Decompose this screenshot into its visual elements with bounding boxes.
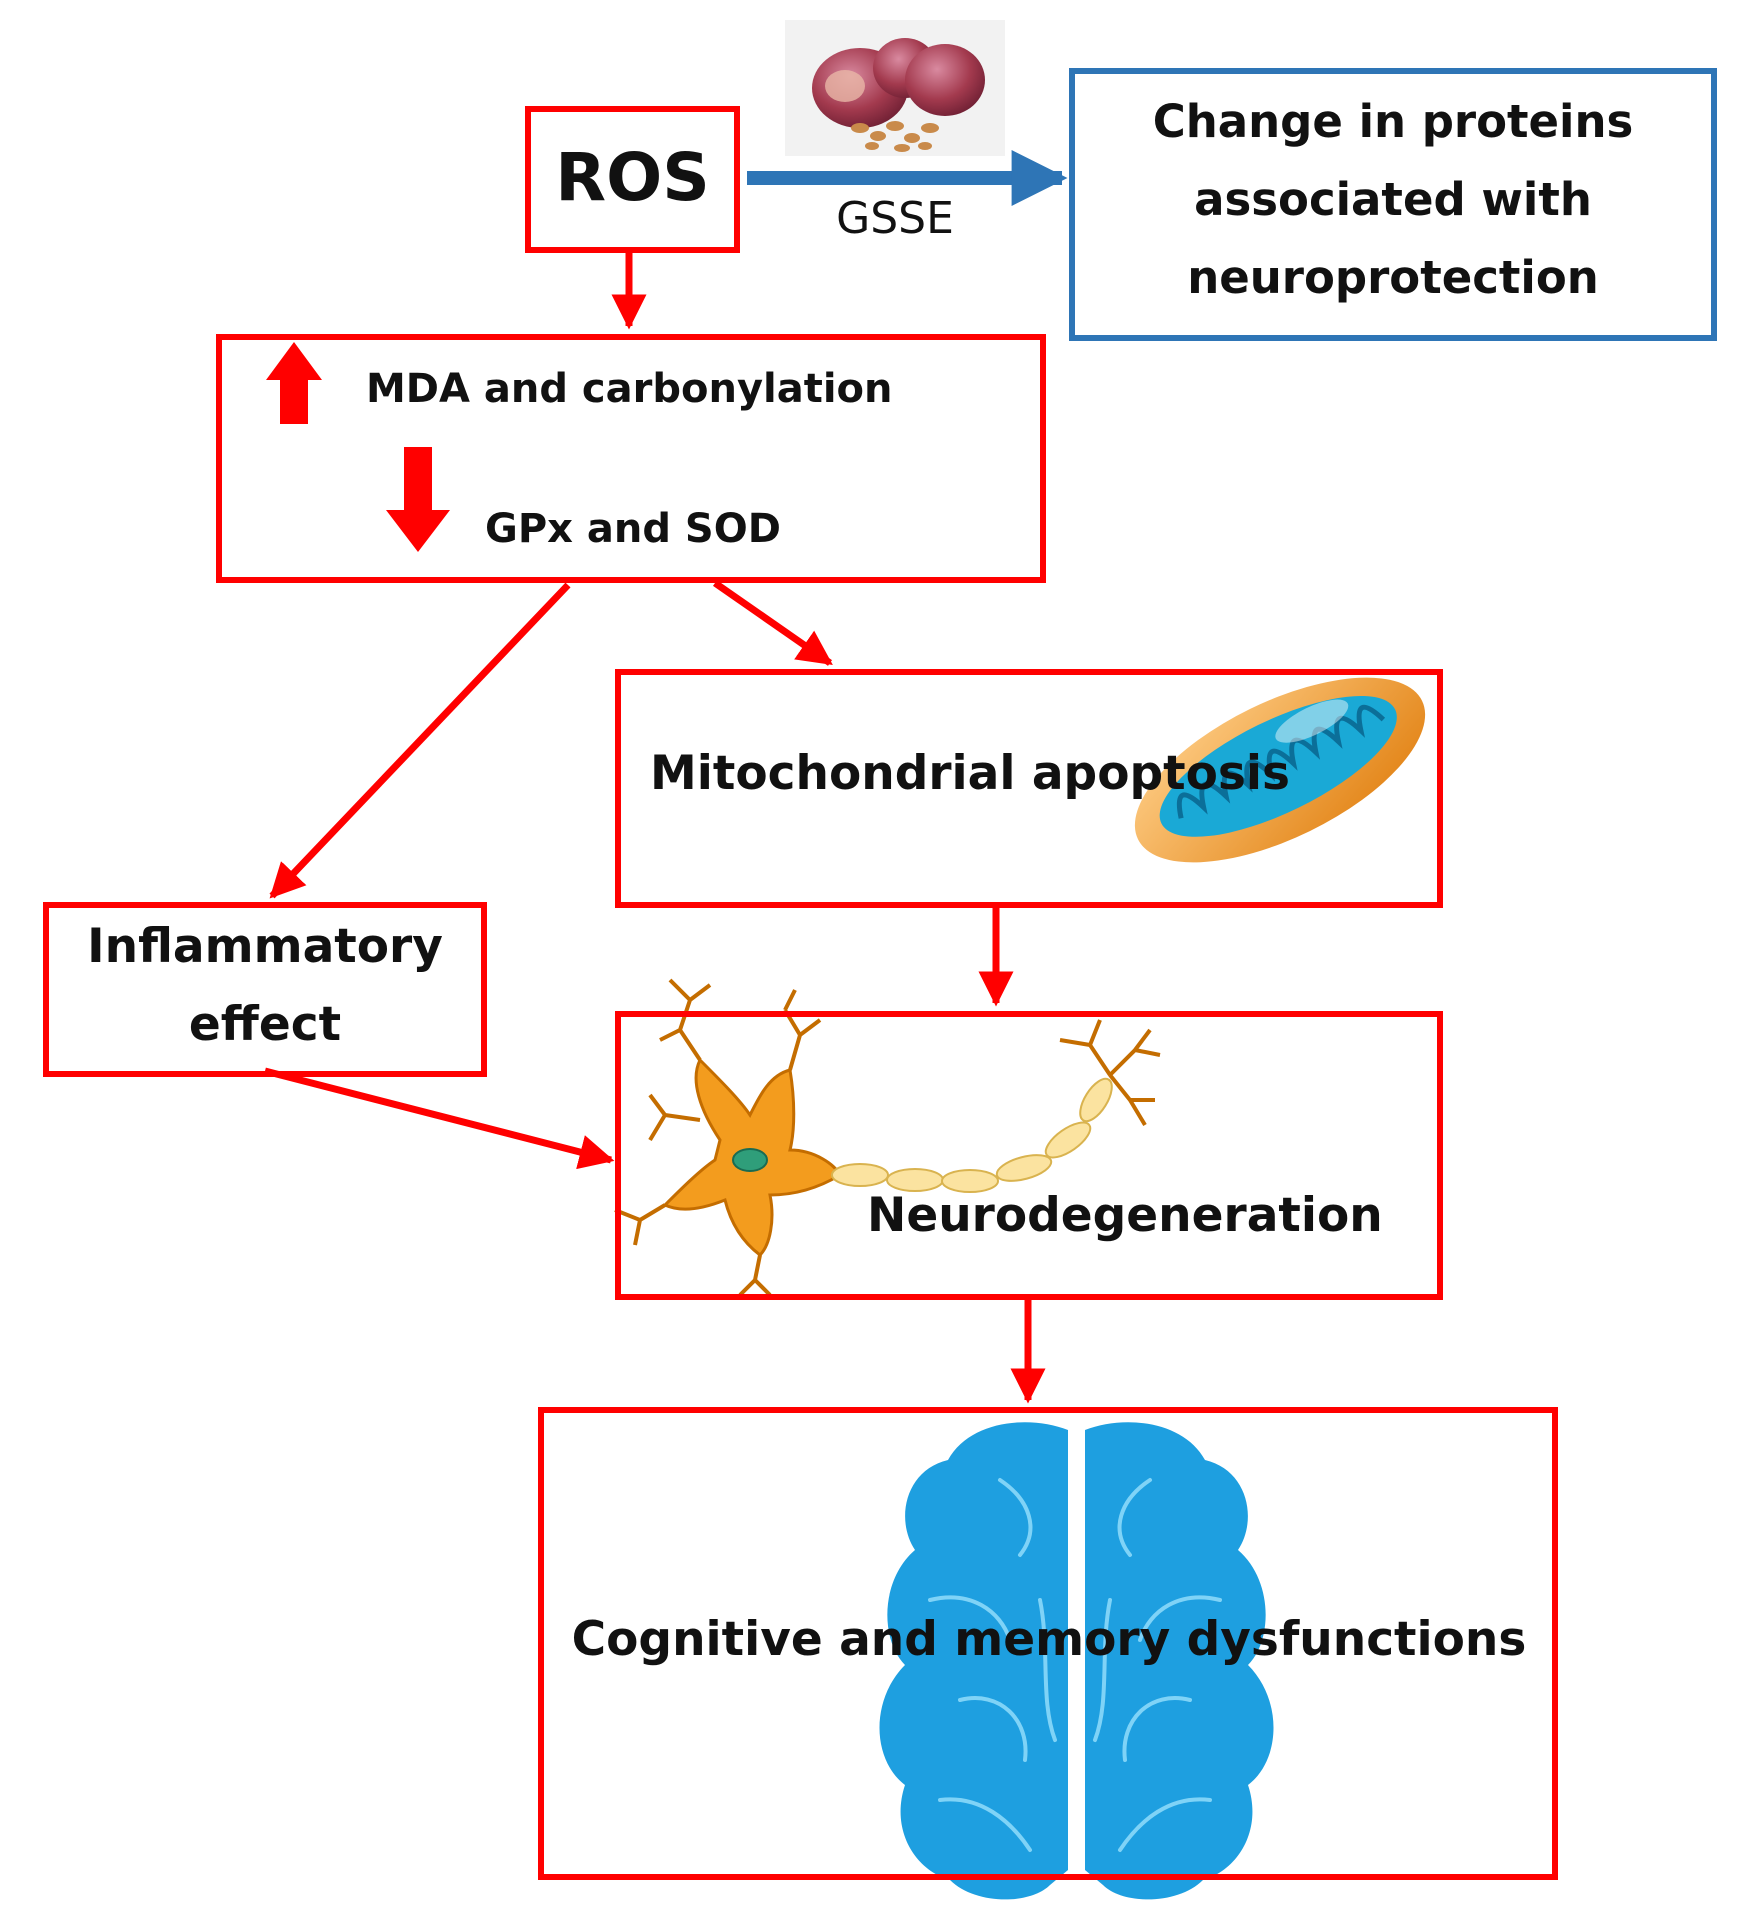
ros-label: ROS xyxy=(555,139,710,216)
ros-node xyxy=(525,106,740,253)
inflammatory-node xyxy=(43,902,487,1077)
arrow-oxidative-to-inflammatory xyxy=(269,582,571,899)
neuron-icon xyxy=(614,978,1161,1297)
inflammatory-line-1: Inflammatory xyxy=(87,919,443,974)
cognitive-node xyxy=(538,1407,1558,1880)
protection-node xyxy=(1069,68,1717,341)
cognitive-label: Cognitive and memory dysfunctions xyxy=(571,1612,1527,1667)
arrow-inflammatory-to-neuro xyxy=(264,1067,615,1170)
mitochondria-icon xyxy=(1134,677,1426,863)
grape-seed-icon xyxy=(785,20,1005,156)
oxidative-stress-node xyxy=(216,334,1046,583)
brain-icon xyxy=(879,1422,1274,1900)
arrow-oxidative-to-mito xyxy=(713,580,833,666)
inflammatory-line-2: effect xyxy=(188,997,342,1052)
up-arrow-icon xyxy=(266,342,322,424)
gpx-sod-label: GPx and SOD xyxy=(485,506,781,552)
down-arrow-icon xyxy=(386,447,450,552)
gsse-label: GSSE xyxy=(836,193,954,244)
neurodegeneration-node xyxy=(615,1011,1443,1300)
protection-line-3: neuroprotection xyxy=(1187,251,1599,304)
mito-apoptosis-node xyxy=(615,669,1443,908)
neurodegeneration-label: Neurodegeneration xyxy=(867,1188,1383,1243)
mda-label: MDA and carbonylation xyxy=(366,366,893,412)
protection-line-1: Change in proteins xyxy=(1152,95,1634,148)
mito-label: Mitochondrial apoptosis xyxy=(650,746,1290,801)
protection-line-2: associated with xyxy=(1194,173,1592,226)
